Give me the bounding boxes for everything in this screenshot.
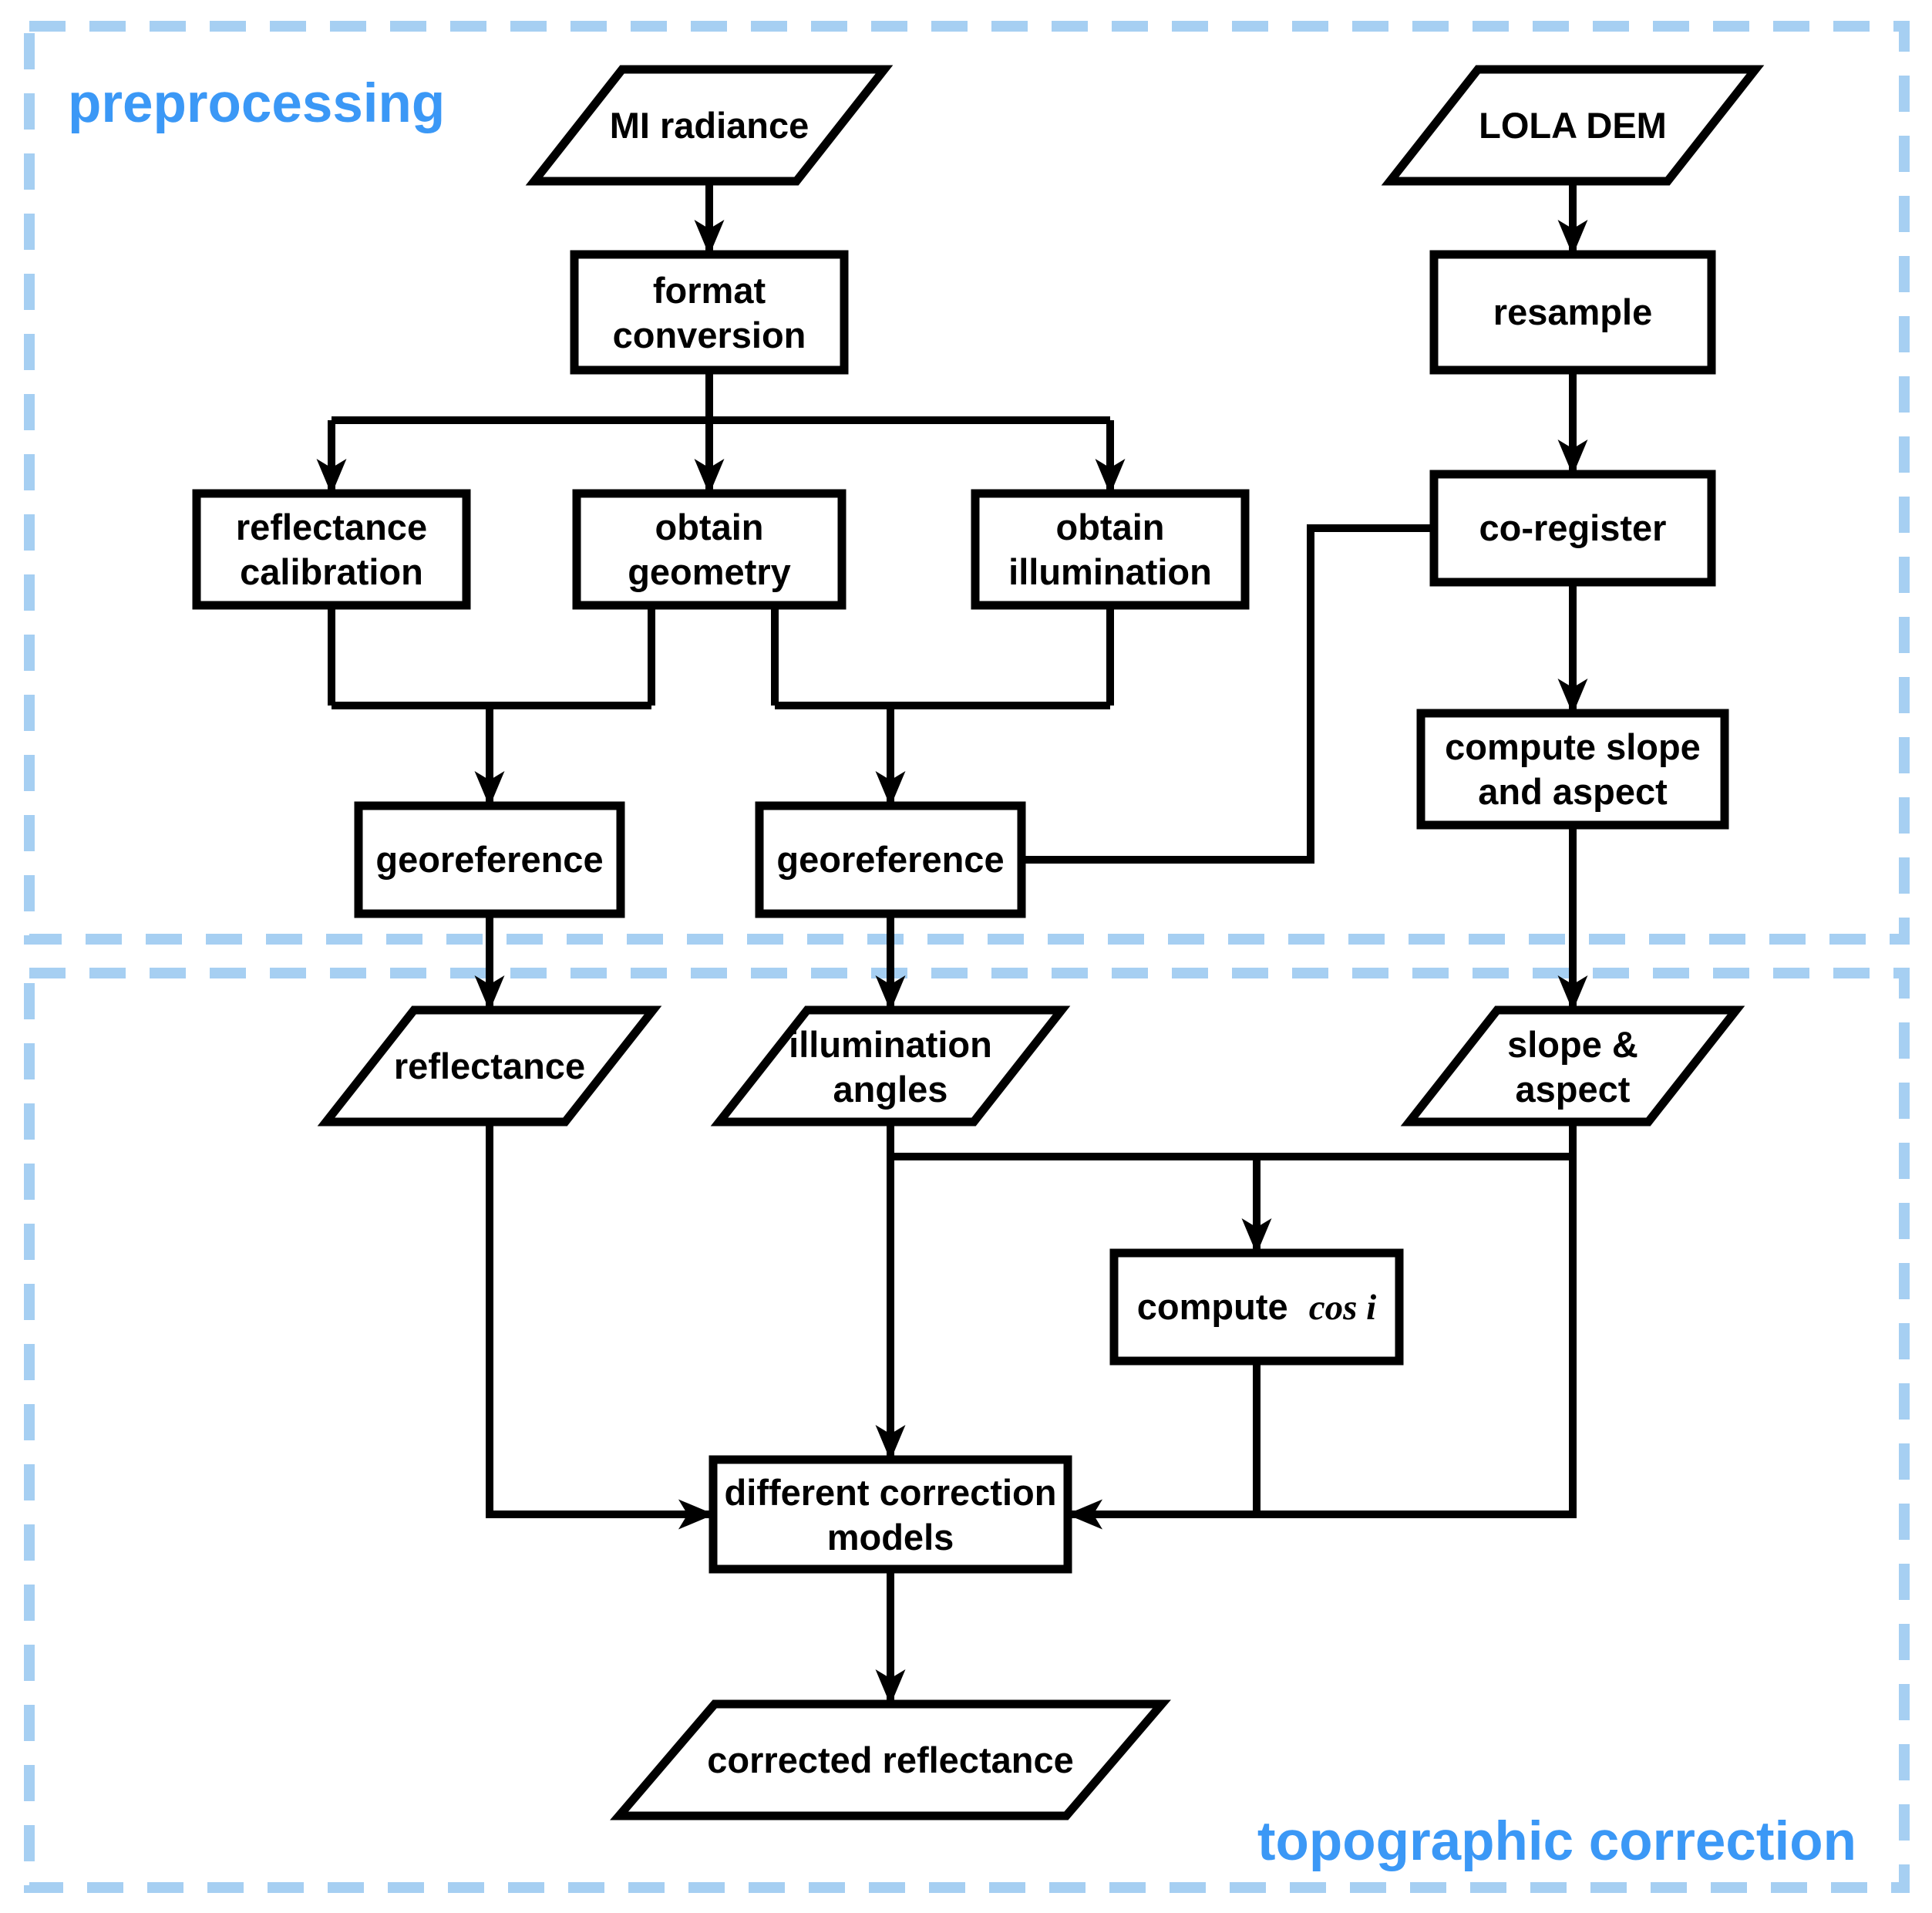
format-conversion-shape bbox=[570, 250, 849, 375]
illumination-angles-shape bbox=[710, 1005, 1071, 1127]
co-register-shape bbox=[1429, 470, 1716, 587]
node-reflectance-calibration: reflectance calibration bbox=[192, 489, 471, 610]
obtain-geometry-label-line2: geometry bbox=[628, 551, 791, 592]
edge-merge-rail-middle bbox=[771, 605, 1114, 709]
compute-cos-i-label: compute cos i bbox=[1137, 1286, 1376, 1328]
illumination-angles-label-line2: angles bbox=[833, 1069, 948, 1110]
compute-slope-aspect-shape bbox=[1416, 709, 1729, 830]
node-reflectance: reflectance bbox=[317, 1005, 662, 1127]
different-correction-models-label-line2: models bbox=[827, 1517, 954, 1558]
reflectance-calibration-shape bbox=[192, 489, 471, 610]
slope-aspect-shape bbox=[1400, 1005, 1745, 1127]
compute-cos-i-label-regular: compute bbox=[1137, 1286, 1288, 1327]
compute-slope-aspect-label-line2: and aspect bbox=[1478, 771, 1668, 812]
edge-reflectance-to-correction-models bbox=[486, 1122, 715, 1530]
edge-merge-rail-left bbox=[328, 605, 655, 709]
lola-dem-shape bbox=[1381, 65, 1765, 186]
topographic-correction-region-border bbox=[24, 968, 1910, 1893]
reflectance-calibration-label-line1: reflectance bbox=[236, 507, 427, 547]
corrected-reflectance-label: corrected reflectance bbox=[707, 1740, 1073, 1780]
lola-dem-label: LOLA DEM bbox=[1479, 105, 1667, 146]
node-co-register: co-register bbox=[1429, 470, 1716, 587]
format-conversion-label-line2: conversion bbox=[613, 315, 806, 355]
resample-label: resample bbox=[1493, 291, 1652, 332]
preprocessing-region-border bbox=[24, 21, 1910, 945]
topographic-correction-label: topographic correction bbox=[1257, 1811, 1856, 1872]
mi-radiance-label: MI radiance bbox=[610, 105, 809, 146]
resample-shape bbox=[1429, 250, 1716, 375]
node-corrected-reflectance: corrected reflectance bbox=[610, 1699, 1171, 1820]
edge-format-conversion-distributor-rail bbox=[332, 370, 1110, 424]
different-correction-models-label-line1: different correction bbox=[725, 1472, 1057, 1513]
obtain-illumination-label-line2: illumination bbox=[1008, 551, 1212, 592]
obtain-illumination-label-line1: obtain bbox=[1056, 507, 1165, 547]
node-obtain-geometry: obtain geometry bbox=[572, 489, 847, 610]
node-compute-slope-aspect: compute slope and aspect bbox=[1416, 709, 1729, 830]
node-format-conversion: format conversion bbox=[570, 250, 849, 375]
mi-radiance-shape bbox=[525, 65, 894, 186]
georeference-left-label: georeference bbox=[375, 839, 603, 880]
node-mi-radiance: MI radiance bbox=[525, 65, 894, 186]
node-resample: resample bbox=[1429, 250, 1716, 375]
reflectance-label: reflectance bbox=[394, 1046, 585, 1086]
preprocessing-label: preprocessing bbox=[68, 73, 445, 134]
illumination-angles-label-line1: illumination bbox=[789, 1024, 992, 1065]
georeference-middle-shape bbox=[755, 801, 1026, 918]
compute-cos-i-label-math: cos i bbox=[1309, 1288, 1376, 1328]
node-illumination-angles: illumination angles bbox=[710, 1005, 1071, 1127]
node-georeference-left: georeference bbox=[354, 801, 625, 918]
reflectance-shape bbox=[317, 1005, 662, 1127]
format-conversion-label-line1: format bbox=[653, 270, 766, 311]
reflectance-calibration-label-line2: calibration bbox=[240, 551, 423, 592]
node-lola-dem: LOLA DEM bbox=[1381, 65, 1765, 186]
georeference-left-shape bbox=[354, 801, 625, 918]
obtain-geometry-label-line1: obtain bbox=[655, 507, 764, 547]
node-compute-cos-i: compute cos i bbox=[1109, 1248, 1404, 1366]
node-obtain-illumination: obtain illumination bbox=[971, 489, 1250, 610]
georeference-middle-label: georeference bbox=[776, 839, 1004, 880]
co-register-label: co-register bbox=[1479, 507, 1667, 548]
slope-aspect-label-line2: aspect bbox=[1516, 1069, 1631, 1110]
obtain-geometry-shape bbox=[572, 489, 847, 610]
compute-cos-i-shape bbox=[1109, 1248, 1404, 1366]
node-different-correction-models: different correction models bbox=[709, 1455, 1072, 1574]
node-georeference-middle: georeference bbox=[755, 801, 1026, 918]
compute-slope-aspect-label-line1: compute slope bbox=[1445, 726, 1701, 767]
obtain-illumination-shape bbox=[971, 489, 1250, 610]
node-slope-aspect: slope & aspect bbox=[1400, 1005, 1745, 1127]
edge-co-register-to-georeference-middle bbox=[1022, 524, 1434, 864]
corrected-reflectance-shape bbox=[610, 1699, 1171, 1820]
slope-aspect-label-line1: slope & bbox=[1507, 1024, 1638, 1065]
different-correction-models-shape bbox=[709, 1455, 1072, 1574]
edge-slope-aspect-to-correction-models bbox=[1066, 1122, 1577, 1530]
